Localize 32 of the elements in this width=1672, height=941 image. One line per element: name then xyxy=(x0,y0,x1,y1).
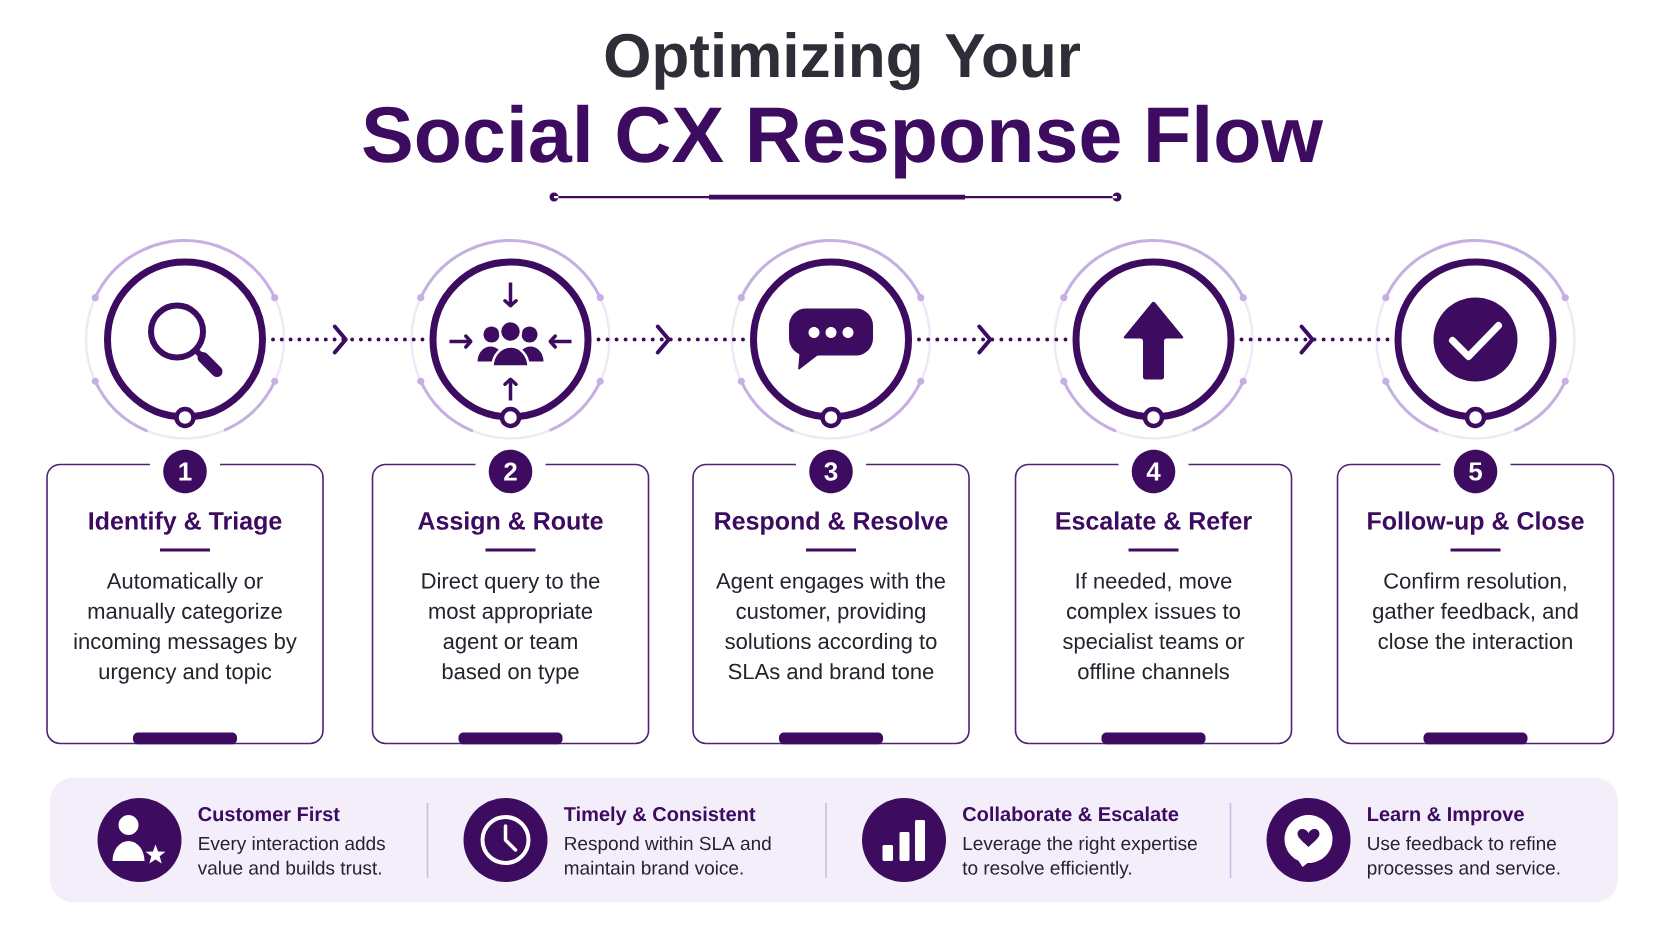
step-card xyxy=(692,463,970,745)
card-title: Identify & Triage xyxy=(89,511,282,535)
item-title: Timely & Consistent xyxy=(563,806,756,826)
item-title: Collaborate & Escalate xyxy=(963,806,1179,822)
step-card xyxy=(1014,463,1293,745)
item-title: Learn & Improve xyxy=(1368,807,1524,826)
item-text: Use feedback to refine processes and service. xyxy=(1367,836,1560,879)
title: Optimizing Your Social CX Response Flow xyxy=(363,32,1324,179)
number-badge: 2 xyxy=(488,449,533,494)
item-text: Every interaction adds value and builds trust. xyxy=(197,836,385,875)
step-card xyxy=(1336,463,1615,745)
number-badge: 1 xyxy=(163,449,207,494)
icon-disc xyxy=(463,798,548,882)
number-badge: 5 xyxy=(1453,449,1498,494)
card-title: Assign & Route xyxy=(418,511,603,535)
card-text: Agent engages with the customer, providing solutions according to SLAs and brand tone xyxy=(716,572,945,680)
card-title: Respond & Resolve xyxy=(715,511,948,535)
card-title: Escalate & Refer xyxy=(1056,511,1252,530)
card-text: If needed, move complex issues to specialist teams or offline channels xyxy=(1063,572,1245,680)
step-circle xyxy=(1072,258,1235,421)
number-badge: 3 xyxy=(809,449,853,494)
step-card xyxy=(371,463,650,745)
step-card xyxy=(46,463,324,745)
card-title: Follow-up & Close xyxy=(1368,511,1584,535)
item-text: Respond within SLA and maintain brand voice. xyxy=(564,836,771,875)
step-circle xyxy=(104,258,266,421)
item-text: Leverage the right expertise to resolve efficiently. xyxy=(962,836,1197,879)
card-text: Direct query to the most appropriate agent or team based on type xyxy=(422,572,600,684)
number-badge: 4 xyxy=(1131,449,1176,494)
card-text: Automatically or manually categorize incoming messages by urgency and topic xyxy=(74,572,297,684)
card-text: Confirm resolution, gather feedback, and close the interaction xyxy=(1373,572,1578,650)
item-title: Customer First xyxy=(198,806,340,822)
